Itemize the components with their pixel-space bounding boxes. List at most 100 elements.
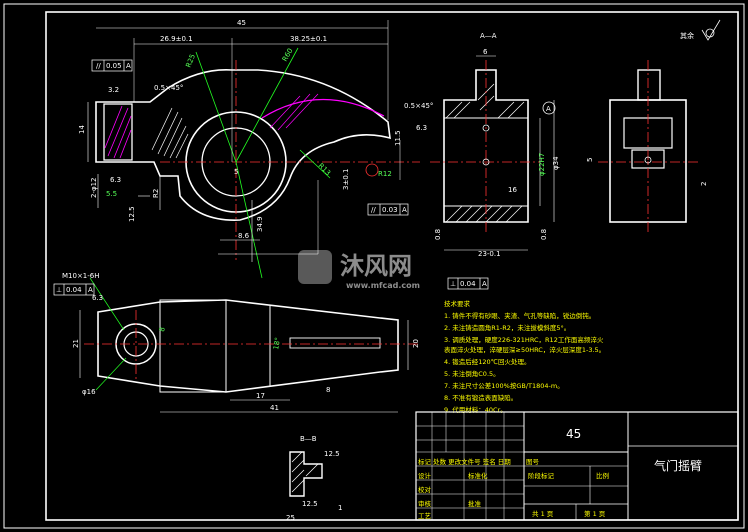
- datum-a-label: A: [546, 105, 551, 113]
- dim-r2: R2: [152, 189, 160, 198]
- cam-arc: [261, 98, 385, 119]
- dim-bb-12-5: 12.5: [324, 450, 340, 458]
- sheet-count: 共 1 页: [532, 509, 554, 518]
- front-view: 45 26.9±0.1 38.25±0.1 R25 R60 R13 R12 11…: [78, 19, 420, 279]
- dim-12-5: 12.5: [128, 206, 136, 222]
- radius-line-r13: [299, 149, 331, 179]
- dim-r5: 5: [234, 168, 238, 176]
- dim-phi34: φ34: [552, 156, 560, 170]
- dim-3x: 3±0.1: [342, 169, 350, 190]
- note-item-9: 9. 代用材料：40Cr。: [444, 405, 507, 414]
- dim-0-8-left: 0.8: [434, 229, 442, 240]
- hatch-body: [151, 107, 189, 159]
- title-block: 45 气门摇臂 标记 处数 更改文件号 签名 日期 设计 校对 审核 工艺 标准…: [415, 411, 739, 521]
- note-item-8: 8. 不准有锻造表面缺陷。: [444, 393, 517, 402]
- gdt-value-perp-mid: 0.04: [460, 280, 476, 288]
- top-center-block: [159, 299, 227, 393]
- hatch-aa-top: [445, 83, 525, 119]
- dim-2phi12: 2-φ12: [90, 177, 98, 198]
- gdt-perp-left: ⊥ 0.04 A: [53, 283, 95, 296]
- dim-top-21: 21: [72, 339, 80, 348]
- aa-oil-hole-top: [482, 124, 490, 132]
- gdt-datum-top: A: [126, 62, 131, 70]
- radius-line-r25: [195, 51, 237, 163]
- radius-line-r60: [235, 47, 299, 163]
- dim-side-2: 2: [700, 182, 708, 186]
- dim-6-3: 6.3: [110, 176, 121, 184]
- gdt-parallel-top: // 0.05 A: [91, 59, 133, 72]
- datum-a-circle: [542, 101, 556, 115]
- note-item-3: 3. 调质处理，硬度226-321HRC，R12工作面高频淬火: [444, 335, 604, 344]
- revision-header: 标记 处数 更改文件号 签名 日期: [418, 457, 511, 466]
- gdt-datum-perp-mid: A: [482, 280, 487, 288]
- svg-text:⊥: ⊥: [450, 280, 456, 288]
- dim-aa-6-3: 6.3: [416, 124, 427, 132]
- sheet-number: 第 1 页: [584, 509, 606, 518]
- section-aa-outline: [443, 69, 529, 223]
- dim-bb-12-5b: 12.5: [302, 500, 318, 508]
- gdt-value-mid: 0.03: [382, 206, 398, 214]
- dim-phi22: φ22H7: [538, 153, 546, 176]
- radius-line-bottom: [235, 161, 263, 279]
- dim-r25: R25: [184, 53, 197, 69]
- notes-title: 技术要求: [444, 299, 471, 308]
- part-name: 气门摇臂: [654, 458, 702, 473]
- label-approve: 批准: [468, 499, 482, 508]
- r12-tip: [365, 163, 379, 177]
- side-view: 5 2 其余: [586, 19, 721, 232]
- svg-text://: //: [371, 206, 376, 214]
- dim-aa-16: 16: [508, 186, 517, 194]
- section-bb-outline: [289, 451, 323, 497]
- section-aa-label: A—A: [480, 32, 497, 40]
- note-item-7: 7. 未注尺寸公差100%按GB/T1804-m。: [444, 381, 564, 390]
- dim-14: 14: [78, 125, 86, 134]
- left-boss: [103, 103, 133, 161]
- aa-oil-hole-mid: [482, 158, 490, 166]
- dim-m10: M10×1-6H: [62, 272, 100, 280]
- label-scale: 比例: [596, 471, 609, 480]
- gdt-parallel-mid: // 0.03 A: [367, 203, 409, 216]
- dim-26-9: 26.9±0.1: [160, 35, 193, 43]
- dim-3-2: 3.2: [108, 86, 119, 94]
- note-item-4: 4. 锻造后经120℃回火处理。: [444, 357, 530, 366]
- hatch-bb: [291, 451, 319, 493]
- dim-8-6: 8.6: [238, 232, 250, 240]
- outer-border: [3, 3, 745, 529]
- dim-11-5: 11.5: [394, 130, 402, 146]
- note-item-1: 1. 铸件不得有砂眼、夹渣、气孔等缺陷，锐边倒钝。: [444, 311, 595, 320]
- section-b-b: B—B 12.5 12.5 1 25: [286, 435, 342, 522]
- gdt-value-perp-left: 0.04: [66, 286, 82, 294]
- inner-border: [45, 11, 739, 521]
- dim-r12: R12: [378, 170, 392, 178]
- row-review: 审核: [418, 499, 432, 508]
- row-design: 设计: [418, 471, 432, 480]
- dim-chamfer-aa: 0.5×45°: [404, 102, 433, 110]
- roughness-circle-icon: [705, 28, 715, 38]
- dim-side-5: 5: [586, 158, 594, 162]
- dim-23: 23-0.1: [478, 250, 501, 258]
- dim-top-17: 17: [256, 392, 265, 400]
- row-check: 校对: [418, 485, 432, 494]
- note-item-2: 2. 未注铸造圆角R1-R2，未注拔模斜度5°。: [444, 323, 570, 332]
- dim-r13: R13: [317, 162, 332, 177]
- hatch-aa-bottom: [445, 205, 523, 223]
- watermark-logo-icon: [298, 250, 332, 284]
- section-bb-label: B—B: [300, 435, 317, 443]
- top-view: 21 20 M10×1-6H ⊥ 0.04 A 6.3 φ16 8 18° 8 …: [53, 272, 420, 413]
- dim-0-8-right: 0.8: [540, 229, 548, 240]
- dim-chamfer: 0.5×45°: [154, 84, 183, 92]
- dim-top-20: 20: [412, 339, 420, 348]
- row-process: 工艺: [418, 512, 432, 520]
- gdt-value-top: 0.05: [106, 62, 122, 70]
- dim-top-8: 8: [158, 327, 167, 333]
- label-stage: 阶段标记: [528, 471, 555, 480]
- dim-45: 45: [237, 19, 246, 27]
- note-item-5: 5. 未注倒角C0.5。: [444, 369, 500, 378]
- label-code: 图号: [526, 458, 540, 466]
- watermark-brand: 沐风网: [340, 252, 412, 280]
- dim-top-41: 41: [270, 404, 279, 412]
- dim-top-6-3: 6.3: [92, 294, 103, 302]
- dim-bb-1: 1: [338, 504, 342, 512]
- svg-text:⊥: ⊥: [56, 286, 62, 294]
